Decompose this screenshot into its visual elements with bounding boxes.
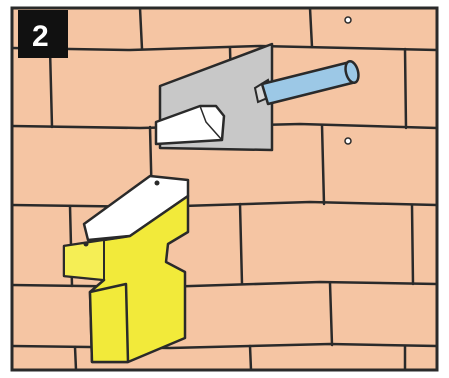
grout-bag-hole [84, 242, 89, 247]
step-number: 2 [32, 20, 49, 53]
mortar-vert [405, 49, 406, 128]
mortar-vert [75, 347, 76, 370]
wall-hole-icon [345, 138, 351, 144]
mortar-vert [412, 205, 413, 284]
grout-bag-pouch [90, 284, 128, 362]
wall-hole-icon [345, 17, 351, 23]
grout-bag-front [64, 240, 104, 280]
grout-bag-hole [155, 181, 160, 186]
mortar-vert [250, 346, 251, 370]
